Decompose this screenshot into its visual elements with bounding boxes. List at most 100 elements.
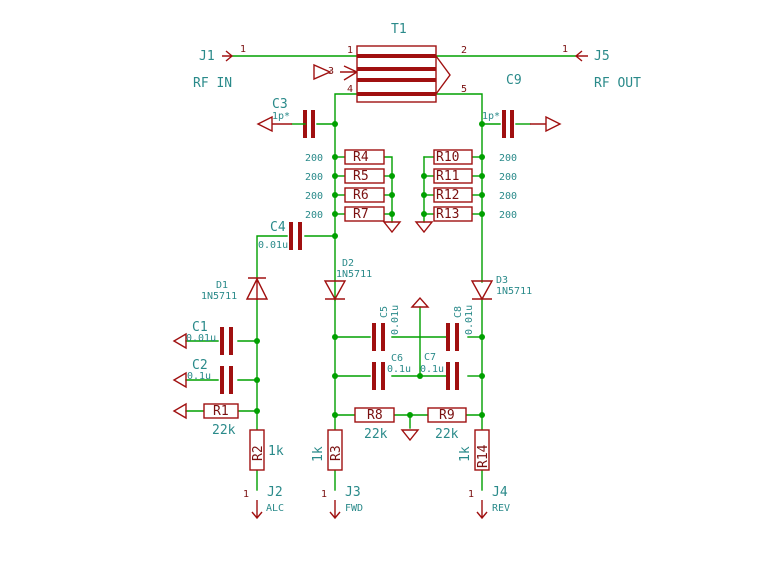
- capacitor-c8[interactable]: C8 0.01u: [446, 305, 475, 351]
- ground-icon: [313, 63, 332, 81]
- capacitor-c9[interactable]: C9 1p*: [482, 73, 562, 138]
- resistor-r1[interactable]: R1 22k: [172, 402, 239, 438]
- d2-value: 1N5711: [336, 269, 372, 280]
- wires: [185, 55, 578, 491]
- resistor-r9[interactable]: R9 22k: [427, 407, 467, 442]
- t1-ref: T1: [391, 22, 407, 37]
- j2-pin: 1: [243, 489, 249, 500]
- r14-ref: R14: [476, 444, 491, 468]
- transformer-t1[interactable]: T1 1 2 3 4 5: [313, 22, 467, 103]
- r4-ref: R4: [353, 150, 369, 165]
- ground-icon: [410, 296, 430, 308]
- resistor-r10[interactable]: R10 200: [433, 149, 517, 165]
- r6-ref: R6: [353, 188, 369, 203]
- resistor-r3[interactable]: R3 1k: [311, 429, 344, 471]
- ground-icon: [256, 115, 292, 133]
- r4-value: 200: [305, 153, 323, 164]
- capacitor-c2[interactable]: C2 0.1u: [172, 358, 233, 394]
- r1-value: 22k: [212, 423, 236, 438]
- r7-value: 200: [305, 210, 323, 221]
- r3-ref: R3: [329, 445, 344, 461]
- resistor-r8[interactable]: R8 22k: [354, 407, 395, 442]
- d2-ref: D2: [342, 258, 354, 269]
- r3-value: 1k: [311, 446, 326, 462]
- c1-value: 0.01u: [186, 333, 216, 344]
- c8-value: 0.01u: [464, 305, 475, 335]
- j1-pin: 1: [240, 44, 246, 55]
- c3-value: 1p*: [272, 111, 290, 122]
- resistor-r13[interactable]: R13 200: [433, 206, 517, 222]
- r1-ref: R1: [213, 404, 229, 419]
- resistor-r12[interactable]: R12 200: [433, 187, 517, 203]
- r8-value: 22k: [364, 427, 388, 442]
- j2-ref: J2: [267, 485, 283, 500]
- resistor-r11[interactable]: R11 200: [433, 168, 517, 184]
- capacitor-c7[interactable]: C7 0.1u: [420, 352, 459, 390]
- j4-ref: J4: [492, 485, 508, 500]
- j1-ref: J1: [199, 49, 215, 64]
- c6-value: 0.1u: [387, 364, 411, 375]
- j5-pin: 1: [562, 44, 568, 55]
- r5-value: 200: [305, 172, 323, 183]
- c6-ref: C6: [391, 353, 403, 364]
- j3-ref: J3: [345, 485, 361, 500]
- resistor-r4[interactable]: 200 R4: [305, 149, 385, 165]
- r2-ref: R2: [251, 445, 266, 461]
- c2-value: 0.1u: [187, 371, 211, 382]
- t1-pin3: 3: [328, 66, 334, 77]
- capacitor-c1[interactable]: C1 0.01u: [172, 320, 233, 355]
- t1-pin2: 2: [461, 45, 467, 56]
- ground-icon: [382, 221, 402, 234]
- t1-pin4: 4: [347, 84, 353, 95]
- r10-ref: R10: [436, 150, 459, 165]
- c4-ref: C4: [270, 220, 286, 235]
- capacitor-c6[interactable]: C6 0.1u: [372, 353, 411, 390]
- j4-pin: 1: [468, 489, 474, 500]
- connector-j4[interactable]: 1 J4 REV: [468, 485, 510, 520]
- resistor-r2[interactable]: R2 1k: [249, 429, 284, 471]
- connector-j3[interactable]: 1 J3 FWD: [321, 485, 363, 520]
- diode-d2[interactable]: D2 1N5711: [323, 258, 372, 301]
- connector-icon: [251, 500, 263, 520]
- r12-value: 200: [499, 191, 517, 202]
- net-rf-in: RF IN: [193, 76, 232, 91]
- capacitor-c5[interactable]: C5 0.01u: [372, 305, 401, 351]
- connector-j1[interactable]: J1 1 RF IN: [193, 44, 246, 91]
- ground-icon: [172, 371, 187, 389]
- c9-ref: C9: [506, 73, 522, 88]
- ground-icon: [172, 332, 187, 350]
- diode-d3[interactable]: D3 1N5711: [470, 275, 532, 301]
- net-fwd: FWD: [345, 503, 363, 514]
- r12-ref: R12: [436, 188, 459, 203]
- connector-icon: [574, 50, 588, 62]
- c9-value: 1p*: [482, 111, 500, 122]
- connector-icon: [476, 500, 488, 520]
- resistor-r14[interactable]: R14 1k: [458, 429, 491, 471]
- ground-icon: [172, 402, 187, 420]
- c2-ref: C2: [192, 358, 208, 373]
- connector-icon: [222, 50, 234, 62]
- c7-ref: C7: [424, 352, 436, 363]
- t1-pin5: 5: [461, 84, 467, 95]
- d1-value: 1N5711: [201, 291, 237, 302]
- r5-ref: R5: [353, 169, 369, 184]
- resistor-r5[interactable]: 200 R5: [305, 168, 385, 184]
- resistor-r7[interactable]: 200 R7: [305, 206, 385, 222]
- r11-value: 200: [499, 172, 517, 183]
- connector-j5[interactable]: 1 J5 RF OUT: [562, 44, 641, 91]
- resistor-r6[interactable]: 200 R6: [305, 187, 385, 203]
- d3-ref: D3: [496, 275, 508, 286]
- r13-value: 200: [499, 210, 517, 221]
- c3-ref: C3: [272, 97, 288, 112]
- c5-ref: C5: [379, 306, 390, 318]
- ground-icon: [530, 115, 562, 133]
- r7-ref: R7: [353, 207, 369, 222]
- t1-pin1: 1: [347, 45, 353, 56]
- diode-d1[interactable]: D1 1N5711: [201, 277, 269, 302]
- c1-ref: C1: [192, 320, 208, 335]
- r14-value: 1k: [458, 446, 473, 462]
- connector-j2[interactable]: 1 J2 ALC: [243, 485, 284, 520]
- ground-icon: [400, 429, 420, 442]
- capacitor-c4[interactable]: C4 0.01u: [258, 220, 302, 251]
- capacitor-c3[interactable]: C3 1p*: [256, 97, 315, 138]
